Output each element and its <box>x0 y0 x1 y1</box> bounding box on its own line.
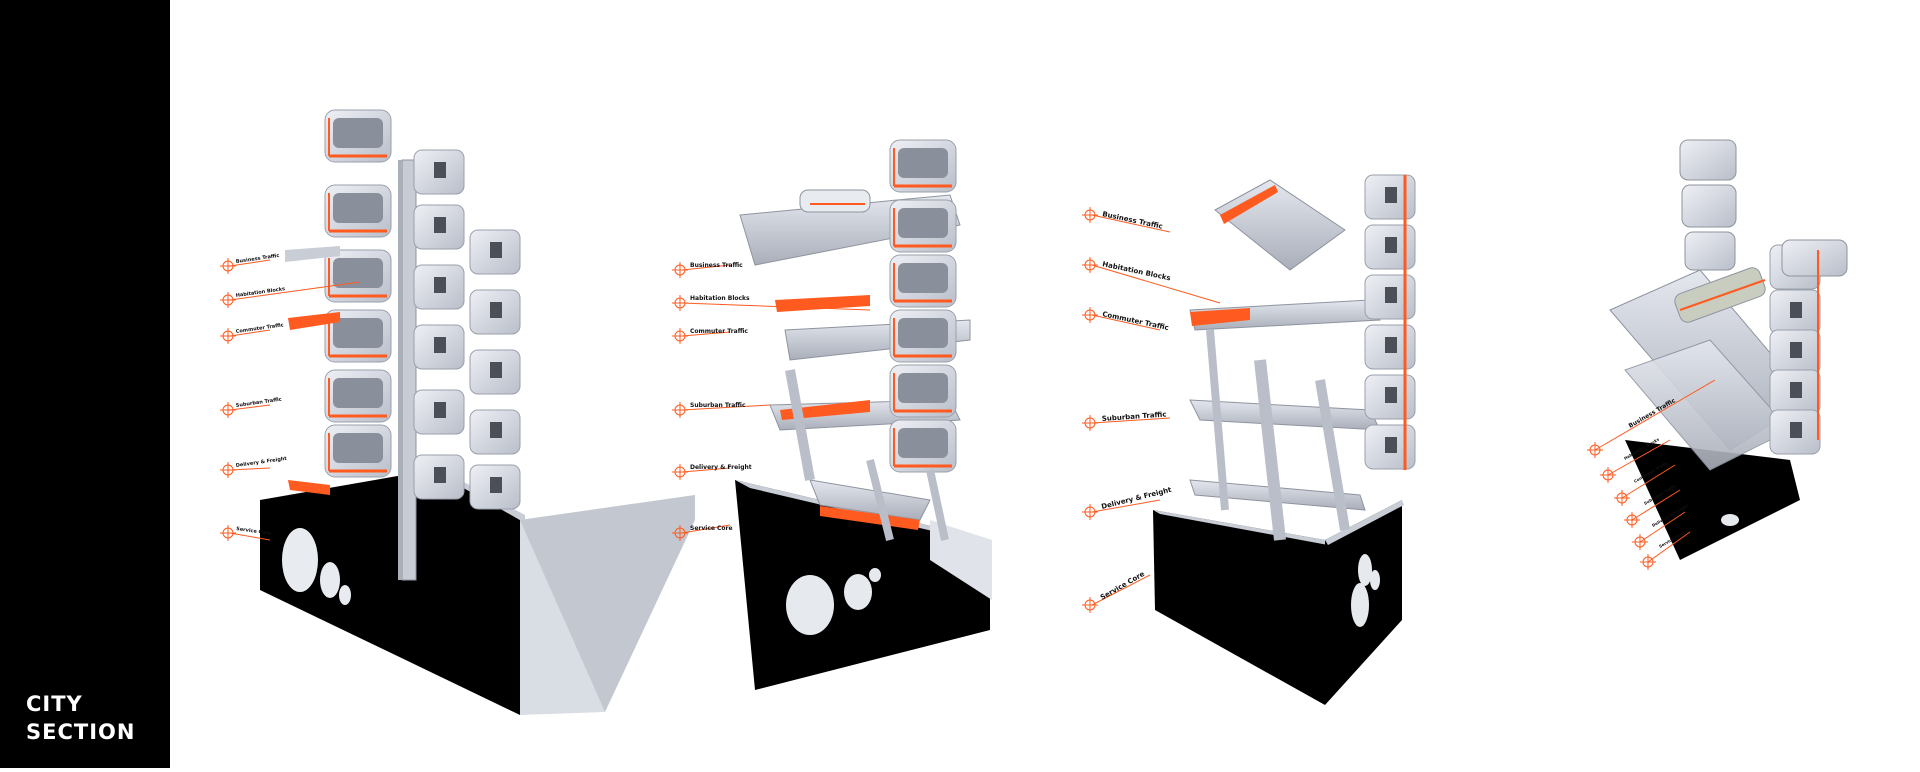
ground-block-4 <box>1625 440 1800 560</box>
tower-diagram-2: Business Traffic Habitation Blocks Commu… <box>671 138 992 690</box>
label-group-2: Business Traffic Habitation Blocks Commu… <box>671 261 871 542</box>
diagram-2-label-habitation-blocks: Habitation Blocks <box>690 295 750 302</box>
diagram-1-label-service-core: Service Core <box>236 526 273 537</box>
diagram-stage: Business Traffic Habitation Blocks Commu… <box>170 0 1920 768</box>
diagram-2-label-delivery-freight: Delivery & Freight <box>690 464 752 471</box>
diagram-1-label-habitation-blocks: Habitation Blocks <box>235 286 285 299</box>
diagram-3-label-delivery-freight: Delivery & Freight <box>1101 486 1173 511</box>
diagram-1-label-commuter-traffic: Commuter Traffic <box>235 322 284 335</box>
diagram-3-label-service-core: Service Core <box>1099 570 1146 602</box>
diagram-1-label-business-traffic: Business Traffic <box>235 253 279 265</box>
diagram-2-label-service-core: Service Core <box>690 525 733 532</box>
ground-block-3 <box>1153 510 1325 705</box>
diagram-3-label-commuter-traffic: Commuter Traffic <box>1102 310 1170 332</box>
diagram-2-label-suburban-traffic: Suburban Traffic <box>690 402 746 409</box>
title-line-2: SECTION <box>26 720 136 744</box>
diagram-1-label-delivery-freight: Delivery & Freight <box>235 456 287 469</box>
ground-block-1 <box>260 470 520 715</box>
title-line-1: CITY <box>26 692 83 716</box>
sidebar-panel: CITY SECTION <box>0 0 170 768</box>
diagram-1-label-suburban-traffic: Suburban Traffic <box>235 397 282 409</box>
city-section-illustration: Business Traffic Habitation Blocks Commu… <box>219 108 1848 715</box>
diagram-3-label-suburban-traffic: Suburban Traffic <box>1102 410 1167 422</box>
diagram-2-label-business-traffic: Business Traffic <box>690 262 743 269</box>
tower-diagram-4: Business Traffic Habitation Blocks Commu… <box>1586 139 1848 571</box>
diagram-2-label-commuter-traffic: Commuter Traffic <box>690 328 748 335</box>
diagram-3-label-business-traffic: Business Traffic <box>1102 210 1164 231</box>
tower-diagram-3: Business Traffic Habitation Blocks Commu… <box>1081 174 1416 705</box>
slab-upper-3 <box>1214 179 1346 271</box>
tower-diagram-1: Business Traffic Habitation Blocks Commu… <box>219 108 695 715</box>
page-title: CITY SECTION <box>26 690 135 746</box>
